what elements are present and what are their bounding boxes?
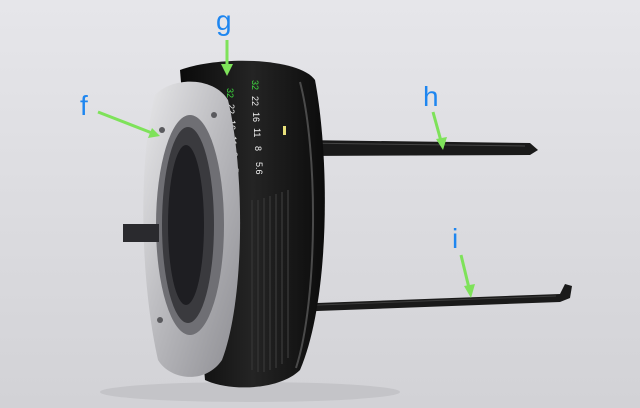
annotation-arrows xyxy=(97,40,475,298)
scale-outer-5: 5.6 xyxy=(254,162,264,175)
aperture-scale-outer: 32 22 16 11 8 5.6 xyxy=(250,80,264,175)
scale-inner-1: 22 xyxy=(226,104,236,114)
aperture-tab xyxy=(123,224,159,242)
scale-inner-0: 32 xyxy=(225,88,235,98)
label-f: f xyxy=(80,90,88,121)
scale-outer-4: 8 xyxy=(253,146,263,151)
upper-lever xyxy=(299,140,538,156)
scale-outer-2: 16 xyxy=(251,112,261,122)
arrow-h xyxy=(431,111,447,150)
bayonet-mount xyxy=(143,81,241,377)
index-mark xyxy=(283,126,286,135)
arrow-f xyxy=(97,110,160,138)
lower-lever xyxy=(290,284,572,312)
knurled-grip xyxy=(251,190,289,372)
scale-outer-0: 32 xyxy=(250,80,260,90)
label-i: i xyxy=(452,223,458,254)
scale-outer-1: 22 xyxy=(250,96,260,106)
table-shadow xyxy=(100,382,400,402)
label-h: h xyxy=(423,81,439,112)
arrow-g xyxy=(221,40,233,76)
label-g: g xyxy=(216,5,232,36)
scale-outer-3: 11 xyxy=(252,128,262,137)
arrow-i xyxy=(459,254,475,298)
